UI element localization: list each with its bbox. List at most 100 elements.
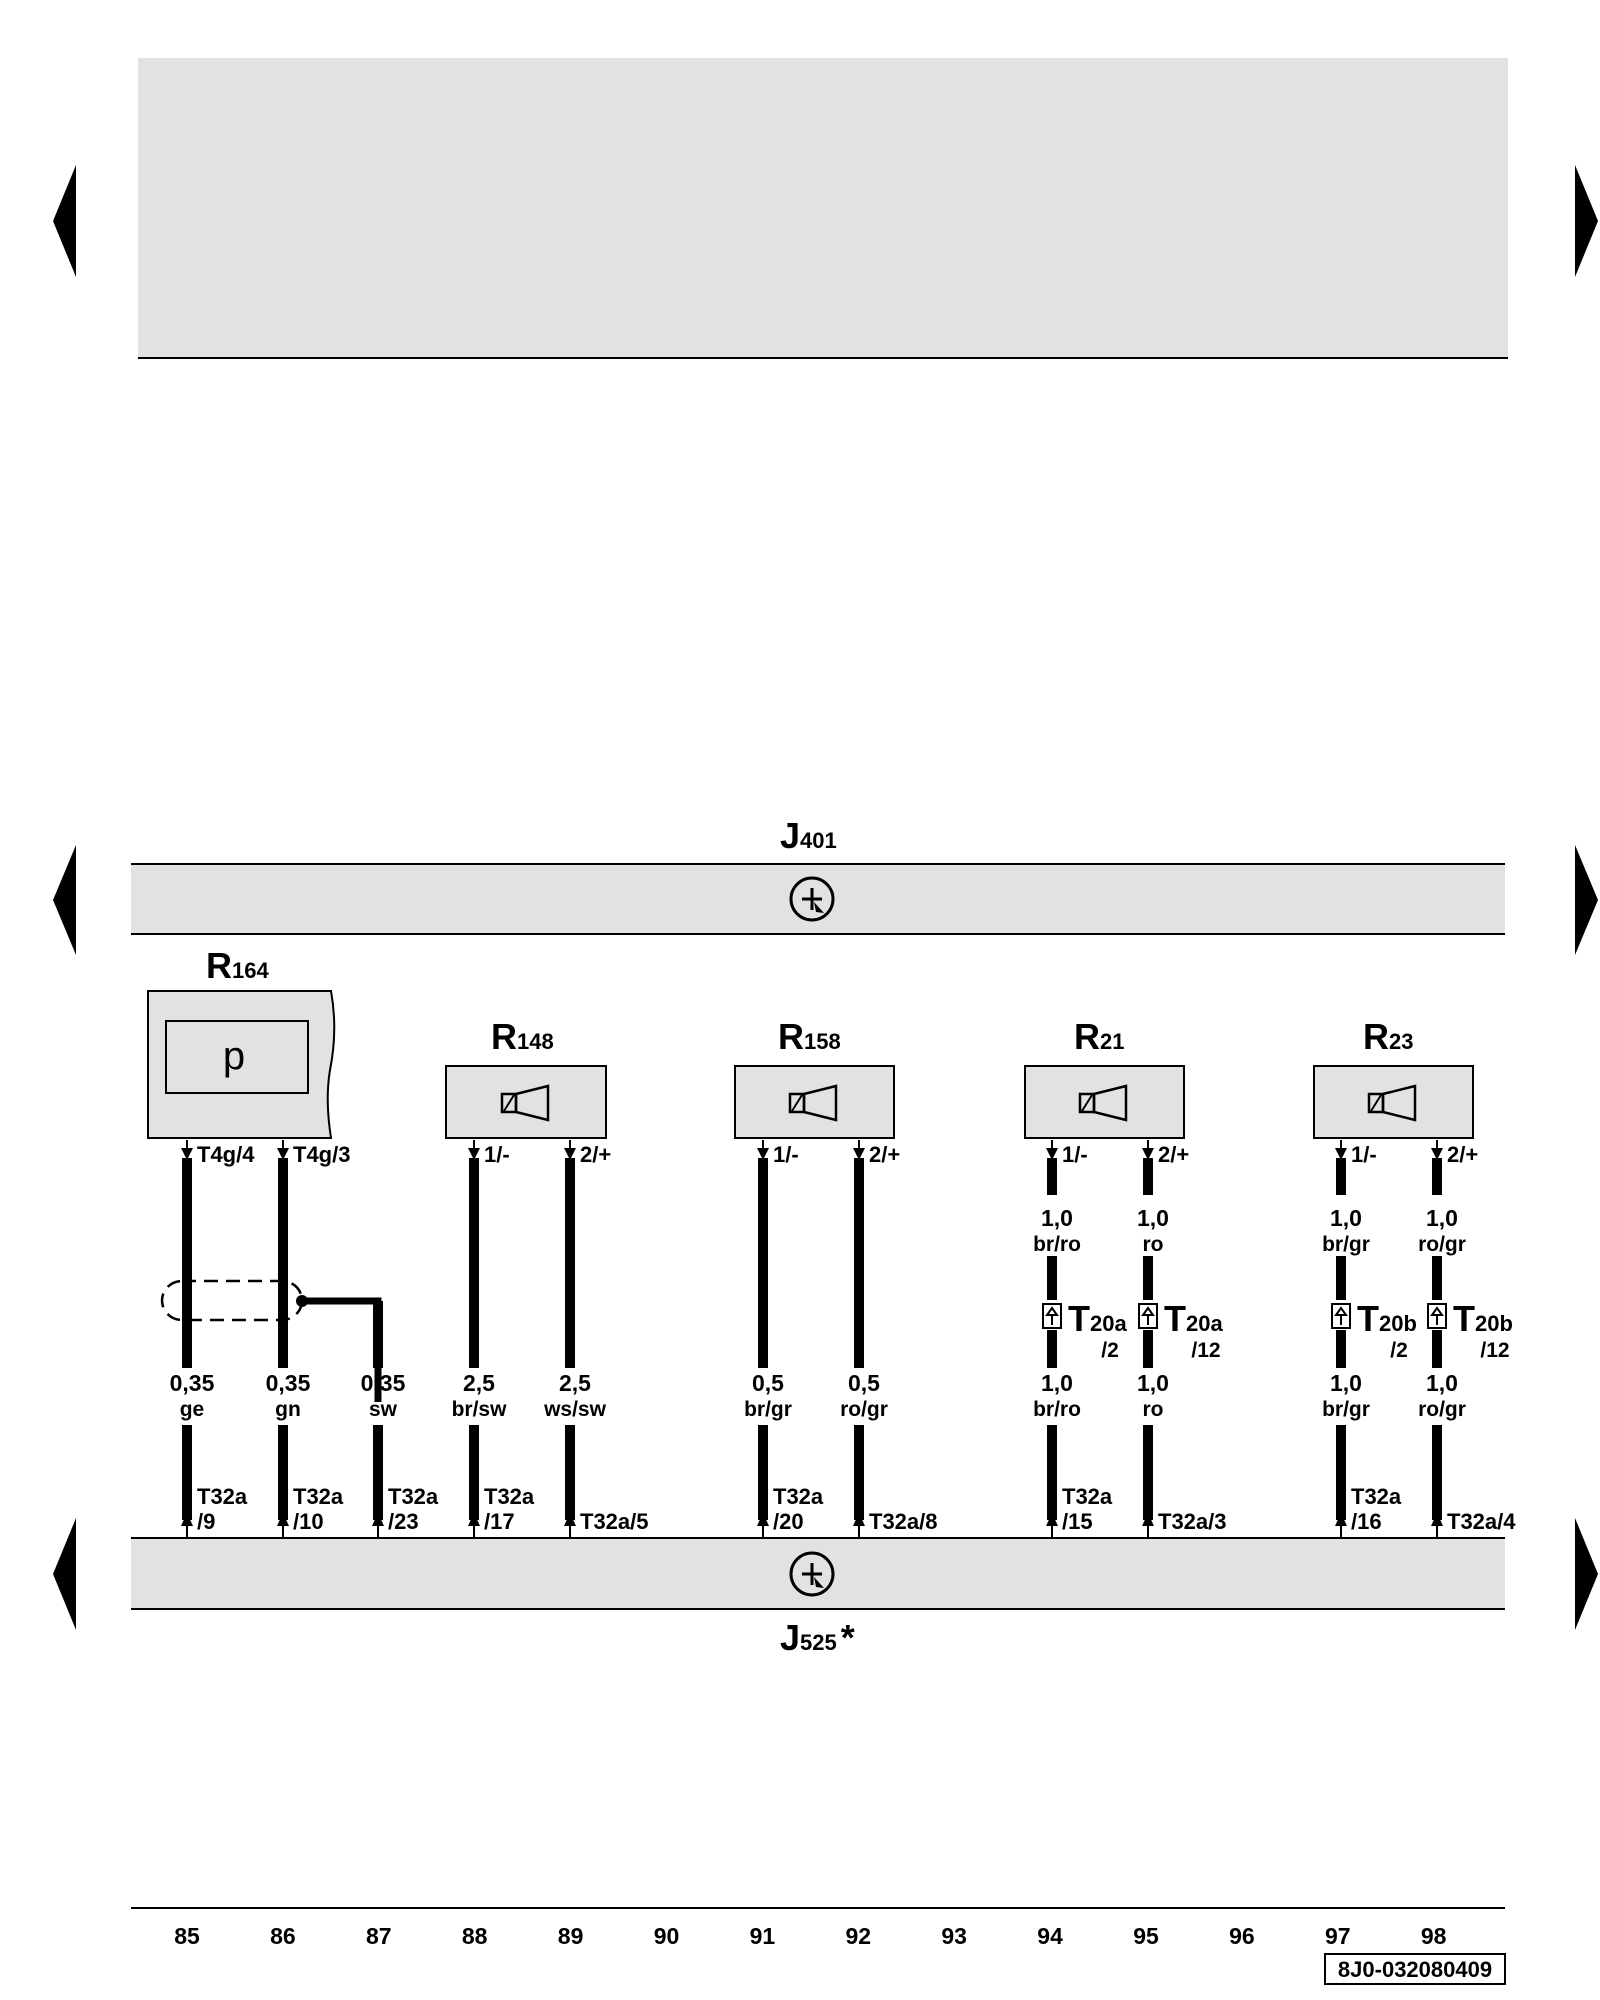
wire-gauge: 2,5 <box>463 1370 495 1396</box>
wire-gauge: 1,0 <box>1426 1370 1458 1396</box>
pin-label-bottom: /10 <box>293 1509 324 1534</box>
wire-color: br/gr <box>1322 1233 1370 1256</box>
wire-color: ro/gr <box>1418 1233 1466 1256</box>
track-number: 97 <box>1325 1923 1351 1949</box>
document-id: 8J0-032080409 <box>1338 1957 1492 1982</box>
wire-gauge: 1,0 <box>1330 1205 1362 1231</box>
nav-prev-icon[interactable] <box>53 845 76 955</box>
pin-label-bottom: T32a <box>1062 1484 1113 1509</box>
track-number: 86 <box>270 1923 296 1949</box>
pin-label-bottom: T32a/8 <box>869 1509 938 1534</box>
track-number: 89 <box>558 1923 584 1949</box>
nav-next-icon[interactable] <box>1575 165 1598 277</box>
pin-label-bottom: T32a <box>484 1484 535 1509</box>
pin-label-bottom: /17 <box>484 1509 515 1534</box>
wire-gauge: 1,0 <box>1041 1370 1073 1396</box>
pin-label-top: 2/+ <box>1447 1142 1478 1167</box>
pin-label-top: T4g/4 <box>197 1142 255 1167</box>
control-unit-icon <box>789 1551 835 1597</box>
wire-color: ro/gr <box>1418 1398 1466 1421</box>
connector-icon <box>1138 1303 1158 1329</box>
component-r21[interactable] <box>1024 1065 1185 1139</box>
track-number: 93 <box>941 1923 967 1949</box>
pin-label-bottom: /9 <box>197 1509 215 1534</box>
component-label-r148: R148 <box>491 1016 554 1057</box>
speaker-icon <box>500 1084 550 1122</box>
pin-label-top: 2/+ <box>580 1142 611 1167</box>
pin-label-bottom: T32a <box>293 1484 344 1509</box>
pin-label-bottom: /20 <box>773 1509 804 1534</box>
connector-label: T20a <box>1164 1298 1223 1339</box>
wire-gauge: 1,0 <box>1137 1370 1169 1396</box>
pin-label-bottom: T32a <box>1351 1484 1402 1509</box>
track-number: 87 <box>366 1923 392 1949</box>
connector-icon <box>1331 1303 1351 1329</box>
wire-gauge: 0,35 <box>266 1370 311 1396</box>
connector-label: T20b <box>1453 1298 1513 1339</box>
wire-color: sw <box>369 1398 398 1421</box>
connector-icon <box>1042 1303 1062 1329</box>
component-r23[interactable] <box>1313 1065 1474 1139</box>
connector-pin: /2 <box>1390 1339 1408 1362</box>
connector-pin: /2 <box>1101 1339 1119 1362</box>
pin-label-bottom: T32a/4 <box>1447 1509 1516 1534</box>
component-label-r158: R158 <box>778 1016 841 1057</box>
speaker-icon <box>788 1084 838 1122</box>
wire-gauge: 1,0 <box>1426 1205 1458 1231</box>
header-panel <box>138 58 1508 358</box>
wire-color: br/ro <box>1033 1398 1081 1421</box>
wire-gauge: 1,0 <box>1330 1370 1362 1396</box>
control-unit-icon <box>789 876 835 922</box>
track-number: 90 <box>654 1923 680 1949</box>
wire-color: br/sw <box>452 1398 508 1421</box>
pin-label-top: 2/+ <box>869 1142 900 1167</box>
track-number: 94 <box>1037 1923 1063 1949</box>
nav-prev-icon[interactable] <box>53 1518 76 1630</box>
pin-label-top: 1/- <box>1351 1142 1377 1167</box>
component-label-r21: R21 <box>1074 1016 1124 1057</box>
component-r158[interactable] <box>734 1065 895 1139</box>
pin-label-bottom: /15 <box>1062 1509 1093 1534</box>
wire-gauge: 1,0 <box>1041 1205 1073 1231</box>
connector-icon <box>1427 1303 1447 1329</box>
pin-label-top: 1/- <box>484 1142 510 1167</box>
nav-next-icon[interactable] <box>1575 1518 1598 1630</box>
wire-gauge: 2,5 <box>559 1370 591 1396</box>
component-label-r164: R164 <box>206 945 269 986</box>
pin-label-bottom: /16 <box>1351 1509 1382 1534</box>
wire-gauge: 0,35 <box>170 1370 215 1396</box>
nav-prev-icon[interactable] <box>53 165 76 277</box>
component-r164[interactable] <box>147 990 336 1139</box>
wires-layer: T4g/40,35geT32a/9T4g/30,35gnT32a/100,35s… <box>170 1140 1516 1537</box>
pin-label-bottom: T32a <box>773 1484 824 1509</box>
wire-color: ro/gr <box>840 1398 888 1421</box>
nav-next-icon[interactable] <box>1575 845 1598 955</box>
microphone-icon: p <box>223 1034 245 1078</box>
connector-pin: /12 <box>1480 1339 1509 1362</box>
wire-color: br/gr <box>1322 1398 1370 1421</box>
connector-label: T20b <box>1357 1298 1417 1339</box>
track-number: 92 <box>846 1923 872 1949</box>
module-top-label: J401 <box>780 815 837 856</box>
wire-color: br/gr <box>744 1398 792 1421</box>
wire-gauge: 0,5 <box>848 1370 880 1396</box>
pin-label-top: 1/- <box>773 1142 799 1167</box>
document-id-box <box>1324 1953 1506 1985</box>
component-r148[interactable] <box>445 1065 607 1139</box>
module-bottom-label: J525* <box>780 1617 855 1658</box>
speaker-icon <box>1367 1084 1417 1122</box>
speaker-icon <box>1078 1084 1128 1122</box>
track-number: 85 <box>174 1923 200 1949</box>
